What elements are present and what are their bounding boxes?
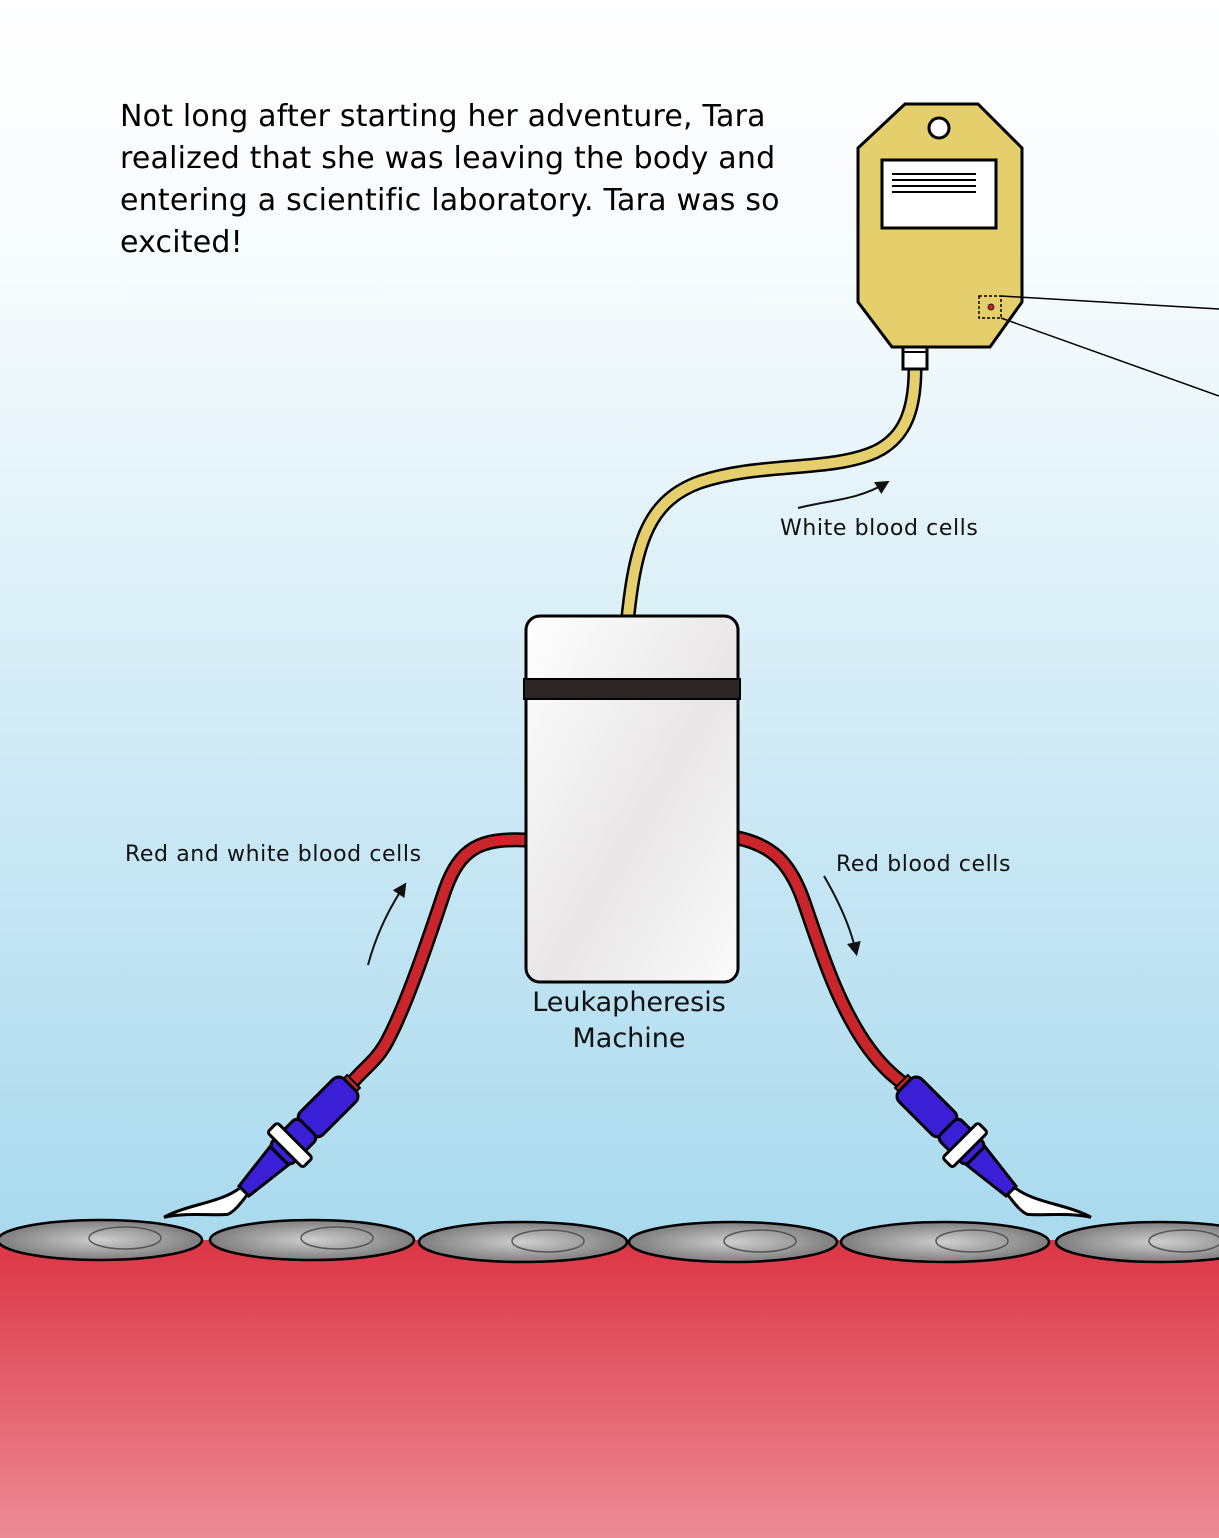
blood-cell (839, 1220, 1051, 1264)
inlet-tube (342, 832, 534, 1093)
zoom-line-lower (1000, 317, 1219, 397)
blood-cell (1054, 1220, 1219, 1264)
tissue-background (0, 1240, 1219, 1538)
collection-bag (856, 102, 1219, 397)
blood-cell (417, 1220, 629, 1264)
leukapheresis-machine (523, 614, 741, 984)
machine-band (523, 678, 741, 700)
zoom-region (978, 295, 1002, 319)
left-needle (163, 1073, 362, 1219)
white-cell-tube (620, 360, 923, 624)
story-text: Not long after starting her adventure, T… (120, 99, 780, 260)
flow-arrow-return (823, 875, 861, 957)
bag-label (880, 158, 998, 230)
label-white-blood-cells: White blood cells (780, 516, 978, 541)
label-red-and-white: Red and white blood cells (125, 842, 422, 867)
blood-cell (627, 1220, 839, 1264)
blood-cell (0, 1218, 204, 1262)
blood-cell (208, 1218, 416, 1262)
zoom-line-upper (1000, 295, 1219, 310)
return-tube (730, 830, 913, 1093)
machine-label-line2: Machine (572, 1023, 685, 1054)
flow-arrow-white (797, 480, 890, 509)
bag-hang-hole (927, 116, 951, 140)
label-red-blood-cells: Red blood cells (836, 852, 1011, 877)
flow-arrow-inlet (367, 882, 407, 966)
blood-cells-row (0, 1218, 1219, 1264)
machine-label-line1: Leukapheresis (532, 987, 726, 1018)
right-needle (893, 1073, 1092, 1219)
